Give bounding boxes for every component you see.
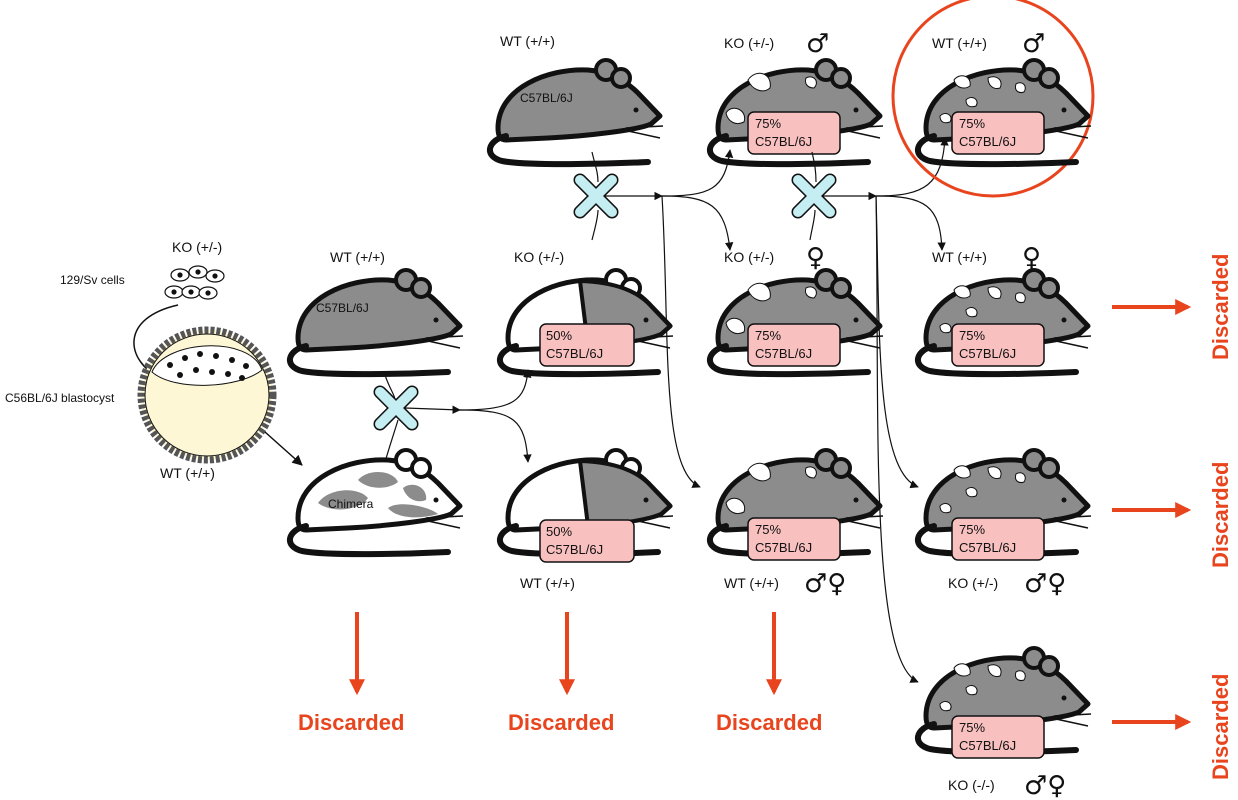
strain-text: C57BL/6J bbox=[755, 346, 812, 361]
both-sexes-symbol: ♂♀ bbox=[804, 569, 846, 599]
es-cells-group: KO (+/-) 129/Sv cells bbox=[60, 239, 225, 379]
strain-text: C57BL/6J bbox=[546, 542, 603, 557]
blastocyst-genotype-label: WT (+/+) bbox=[160, 465, 215, 481]
discarded-label: Discarded bbox=[298, 710, 404, 735]
pct-text: 75% bbox=[755, 116, 781, 131]
discarded-label: Discarded bbox=[1208, 254, 1233, 360]
chimera-text: Chimera bbox=[328, 497, 374, 511]
col3-ko-label: KO (+/-) bbox=[514, 249, 564, 265]
pct-box-75-c5-bottom: 75% C57BL/6J bbox=[951, 517, 1045, 561]
cross-3 bbox=[791, 137, 949, 683]
strain-text: C57BL/6J bbox=[546, 346, 603, 361]
pct-text: 75% bbox=[755, 522, 781, 537]
mouse-wt-75pct bbox=[710, 450, 883, 554]
female-symbol: ♀ bbox=[1022, 243, 1041, 273]
mouse-ko-het-75pct bbox=[918, 450, 1091, 554]
selected-mouse-highlight-circle bbox=[891, 0, 1095, 198]
col5-last-ko-hom-label: KO (-/-) bbox=[948, 777, 995, 793]
pct-text: 75% bbox=[755, 328, 781, 343]
strain-text: C57BL/6J bbox=[755, 134, 812, 149]
pct-box-50-top: 50% C57BL/6J bbox=[539, 323, 635, 367]
mouse-wt-75pct-female bbox=[918, 270, 1091, 374]
both-sexes-symbol: ♂♀ bbox=[1024, 771, 1066, 800]
mouse-ko-hom-75pct bbox=[918, 648, 1091, 752]
pct-text: 75% bbox=[959, 720, 985, 735]
col4-top-ko-label: KO (+/-) bbox=[724, 35, 774, 51]
discarded-label: Discarded bbox=[716, 710, 822, 735]
col5-mid-wt-label: WT (+/+) bbox=[932, 249, 987, 265]
female-symbol: ♀ bbox=[806, 243, 825, 273]
male-symbol: ♂ bbox=[1022, 29, 1045, 59]
discard-bottom-col4: Discarded bbox=[716, 612, 822, 735]
discard-right-row3: Discarded bbox=[1112, 462, 1233, 568]
pct-text: 75% bbox=[959, 522, 985, 537]
col5-bottom-ko-label: KO (+/-) bbox=[948, 575, 998, 591]
col4-mid-ko-label: KO (+/-) bbox=[724, 249, 774, 265]
pct-box-75-c5-top: 75% C57BL/6J bbox=[951, 111, 1045, 155]
strain-text: C57BL/6J bbox=[755, 540, 812, 555]
mouse-ko-75pct-male bbox=[710, 60, 883, 164]
pct-text: 50% bbox=[546, 328, 572, 343]
col3-top-wt-label: WT (+/+) bbox=[500, 33, 555, 49]
cross-2 bbox=[573, 149, 734, 488]
mouse-ko-75pct-female bbox=[710, 270, 883, 374]
cells-label: 129/Sv cells bbox=[60, 273, 125, 287]
male-symbol: ♂ bbox=[806, 29, 829, 59]
mouse-wt-75pct-selected bbox=[918, 60, 1091, 164]
discard-right-row2: Discarded bbox=[1112, 254, 1233, 360]
discarded-label: Discarded bbox=[1208, 462, 1233, 568]
pct-box-50-bottom: 50% C57BL/6J bbox=[539, 519, 635, 563]
mouse-chimera: Chimera bbox=[290, 450, 463, 554]
pct-box-75-c5-mid: 75% C57BL/6J bbox=[951, 323, 1045, 367]
blastocyst-icon bbox=[137, 326, 277, 464]
blastocyst-label: C56BL/6J blastocyst bbox=[5, 391, 115, 405]
es-cells-icon bbox=[164, 265, 225, 300]
col3-bottom-wt-label: WT (+/+) bbox=[520, 575, 575, 591]
pct-text: 50% bbox=[546, 524, 572, 539]
discard-bottom-col2: Discarded bbox=[298, 612, 404, 735]
mouse-wt-col3: C57BL/6J bbox=[490, 60, 663, 164]
cells-genotype-label: KO (+/-) bbox=[172, 239, 222, 255]
strain-text: C57BL/6J bbox=[959, 738, 1016, 753]
pct-box-75-c4-mid: 75% C57BL/6J bbox=[747, 323, 841, 367]
col4-bottom-wt-label: WT (+/+) bbox=[724, 575, 779, 591]
pct-box-75-c4-bottom: 75% C57BL/6J bbox=[747, 517, 841, 561]
discarded-label: Discarded bbox=[508, 710, 614, 735]
transfer-arrow bbox=[264, 431, 303, 466]
pct-text: 75% bbox=[959, 116, 985, 131]
discarded-label: Discarded bbox=[1208, 674, 1233, 780]
strain-text: C57BL/6J bbox=[959, 346, 1016, 361]
mouse-wt-col2: C57BL/6J bbox=[290, 270, 463, 374]
pct-text: 75% bbox=[959, 328, 985, 343]
discard-right-row4: Discarded bbox=[1112, 674, 1233, 780]
strain-text: C57BL/6J bbox=[959, 134, 1016, 149]
mouse-strain-text: C57BL/6J bbox=[316, 301, 369, 315]
discard-bottom-col3: Discarded bbox=[508, 612, 614, 735]
both-sexes-symbol: ♂♀ bbox=[1024, 569, 1066, 599]
mouse-strain-text: C57BL/6J bbox=[520, 91, 573, 105]
strain-text: C57BL/6J bbox=[959, 540, 1016, 555]
pct-box-75-c4-top: 75% C57BL/6J bbox=[747, 111, 841, 155]
cross-1 bbox=[373, 369, 532, 463]
col5-top-wt-label: WT (+/+) bbox=[932, 35, 987, 51]
pct-box-75-c5-last: 75% C57BL/6J bbox=[951, 715, 1045, 759]
col2-wt-label: WT (+/+) bbox=[330, 249, 385, 265]
